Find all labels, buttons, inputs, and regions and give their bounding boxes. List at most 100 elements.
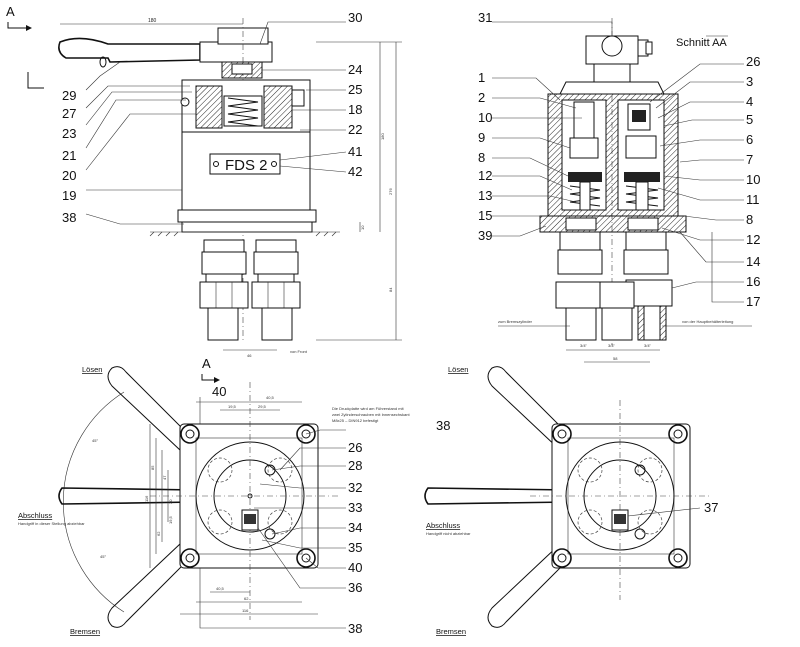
label-release: Lösen — [82, 365, 102, 374]
label-to-cylinder: zum Bremszylinder — [498, 319, 533, 324]
front-dimensions: 180 180 276 84 10 46 von Front — [60, 18, 402, 358]
front-callouts-right: 30 24 25 18 22 41 42 — [348, 10, 362, 179]
section-dimensions: 3/4" 3/4" 3/4" 58 zum Bremszylinder von … — [498, 319, 752, 363]
spring-front — [223, 95, 263, 127]
dim-plan-d: 40,5 — [216, 586, 225, 591]
callout-s17: 17 — [746, 294, 760, 309]
section-callouts-left: 1 2 10 9 8 12 13 15 39 — [478, 70, 492, 243]
dim-plan-f: 116 — [242, 608, 249, 613]
plan-leaders — [199, 397, 346, 629]
label-shutoff-2: Abschluss — [426, 521, 460, 530]
dim-front-top: 180 — [148, 18, 157, 24]
ground-hatch-front — [149, 231, 337, 237]
callout-s11: 11 — [746, 192, 760, 207]
dim-pipe-3: 3/4" — [644, 343, 652, 348]
callout-41: 41 — [348, 144, 362, 159]
callout-24: 24 — [348, 62, 362, 77]
section-mark-label: A — [6, 4, 15, 19]
callout-18: 18 — [348, 102, 362, 117]
section-title: Schnitt AA — [676, 37, 727, 49]
nameplate-text: FDS 2 — [225, 157, 268, 174]
callout-s8b: 8 — [746, 212, 753, 227]
dim-plan-left-4: 47 — [162, 475, 167, 480]
dim-plan-e: 62 — [244, 596, 249, 601]
callout-s15: 15 — [478, 208, 492, 223]
callout-31: 31 — [478, 10, 492, 25]
front-callouts-left: 29 27 23 21 20 19 38 — [62, 88, 76, 225]
callout-s12b: 12 — [746, 232, 760, 247]
label-brake: Bremsen — [70, 627, 100, 636]
callout-s5: 5 — [746, 112, 753, 127]
callout-p32: 32 — [348, 480, 362, 495]
dim-plan-c: 40,5 — [266, 395, 275, 400]
callout-s1: 1 — [478, 70, 485, 85]
section-callouts-right: 26 3 4 5 6 7 10 11 8 12 14 16 17 — [746, 54, 760, 309]
dim-section-bottom: 58 — [613, 356, 618, 361]
section-mark-top: A — [6, 4, 32, 31]
callout-s12: 12 — [478, 168, 492, 183]
dim-plan-left-6: 19,5 — [168, 515, 173, 524]
dim-plan-left-1: 116 — [144, 495, 149, 502]
callout-25: 25 — [348, 82, 362, 97]
callout-p35: 35 — [348, 540, 362, 555]
plan-dimensions: 19,5 29,5 40,5 40,5 62 116 116 85 62 47 … — [144, 395, 318, 615]
callout-s13: 13 — [478, 188, 492, 203]
callout-30: 30 — [348, 10, 362, 25]
label-shutoff: Abschluss — [18, 511, 52, 520]
section-mark-plan: A — [202, 356, 211, 371]
dim-front-height-total: 276 — [388, 188, 393, 195]
label-from-front: von Front — [290, 349, 308, 354]
callout-s10: 10 — [478, 110, 492, 125]
dim-front-height-body: 180 — [380, 133, 385, 140]
callout-23: 23 — [62, 126, 76, 141]
arc-angle-2: 45° — [100, 554, 106, 559]
callout-p40b: 40 — [348, 560, 362, 575]
callout-22: 22 — [348, 122, 362, 137]
piston-left — [568, 101, 602, 211]
label-shutoff-note: Handgriff in dieser Stellung abziehbar — [18, 521, 85, 526]
callout-p28: 28 — [348, 458, 362, 473]
plan-note: Die Druckplatte wird am Führerstand mit … — [332, 406, 410, 423]
plan-view-1: A 45° 45° — [18, 356, 450, 636]
section-mark-bottom — [27, 72, 44, 89]
callout-s10b: 10 — [746, 172, 760, 187]
plan-view-2: 37 Lösen Bremsen Abschluss Handgriff nic… — [424, 365, 718, 636]
dim-plan-left-5: 20 — [168, 499, 173, 504]
label-release-2: Lösen — [448, 365, 468, 374]
callout-29: 29 — [62, 88, 76, 103]
front-view: FDS 2 180 — [58, 10, 402, 358]
callout-s7: 7 — [746, 152, 753, 167]
dim-plan-a: 19,5 — [228, 404, 237, 409]
dim-plan-left-2: 85 — [150, 465, 155, 470]
callout-20: 20 — [62, 168, 76, 183]
note-line-2: zwei Zylinderschrauben mit Innensechskan… — [332, 412, 410, 417]
note-line-3: M8x25 – DIN912 befestigt — [332, 418, 379, 423]
callout-s9: 9 — [478, 130, 485, 145]
dim-pipe-1: 3/4" — [580, 343, 588, 348]
callout-p36: 36 — [348, 580, 362, 595]
dim-front-bottom: 46 — [247, 353, 252, 358]
section-view: Schnitt AA — [478, 10, 760, 363]
callout-21: 21 — [62, 148, 76, 163]
callout-p40: 40 — [212, 384, 226, 399]
callout-s39: 39 — [478, 228, 492, 243]
dim-front-height-lower: 84 — [388, 287, 393, 292]
label-brake-2: Bremsen — [436, 627, 466, 636]
front-leaders-left — [85, 61, 196, 225]
dim-front-height-small: 10 — [360, 225, 365, 230]
arc-angle-1: 45° — [92, 438, 98, 443]
callout-s2: 2 — [478, 90, 485, 105]
callout-p34: 34 — [348, 520, 362, 535]
callout-27: 27 — [62, 106, 76, 121]
label-from-main: von der Hauptbehälterleitung — [682, 319, 733, 324]
callout-p38b: 38 — [348, 621, 362, 636]
callout-p38: 38 — [436, 418, 450, 433]
callout-p33: 33 — [348, 500, 362, 515]
callout-s16: 16 — [746, 274, 760, 289]
plan-callouts-right: 38 26 28 32 33 34 35 40 36 — [348, 418, 450, 595]
callout-38: 38 — [62, 210, 76, 225]
callout-s6: 6 — [746, 132, 753, 147]
callout-s26: 26 — [746, 54, 760, 69]
dim-plan-b: 29,5 — [258, 404, 267, 409]
